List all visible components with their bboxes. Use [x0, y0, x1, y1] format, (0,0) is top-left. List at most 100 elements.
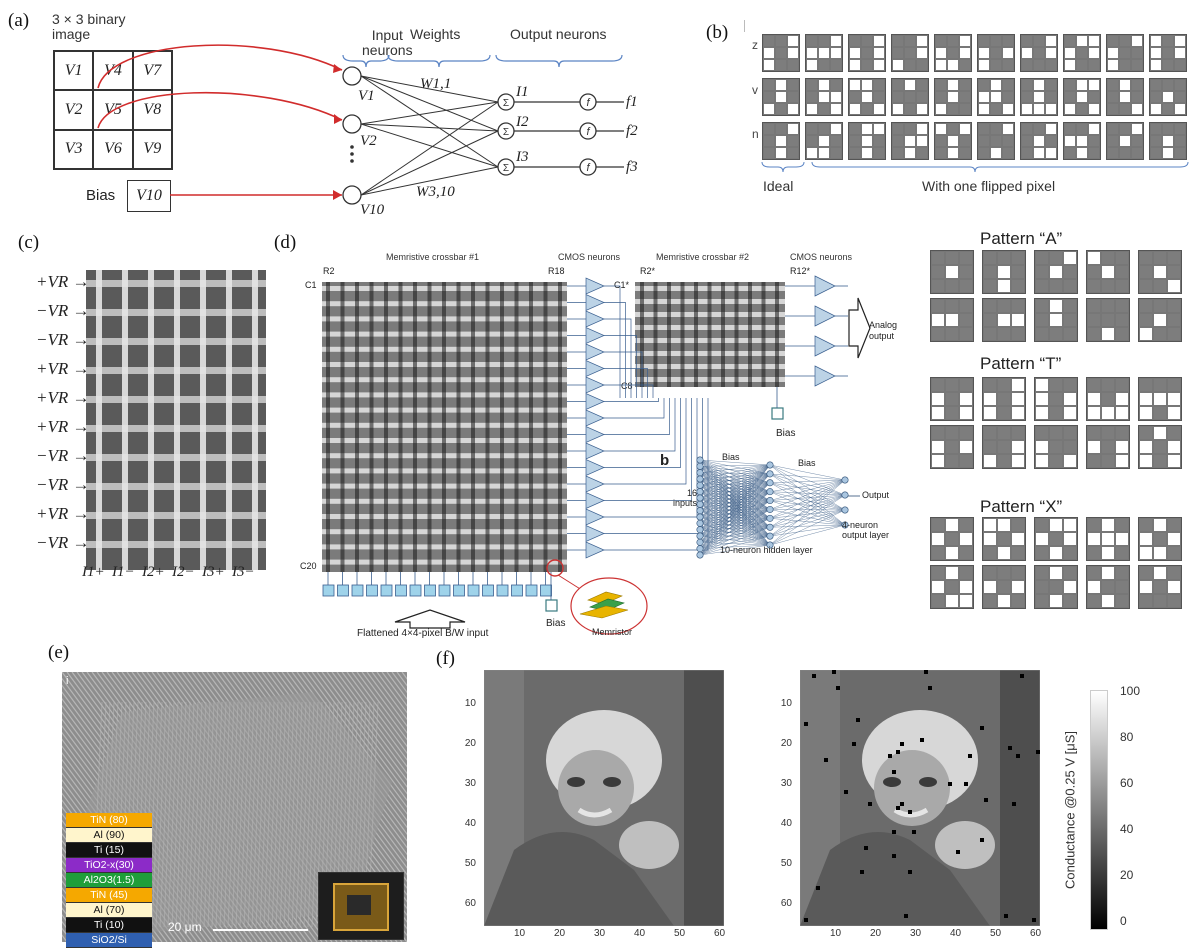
- memristor-label: Memristor: [592, 627, 632, 637]
- pattern-grid: [982, 377, 1026, 421]
- panel-e-marker: i: [66, 675, 68, 687]
- pattern-grid: [891, 122, 929, 160]
- panel-label-e: (e): [48, 642, 69, 664]
- pattern-grid: [1086, 517, 1130, 561]
- pattern-grid: [1034, 377, 1078, 421]
- input-v10: V10: [360, 202, 384, 219]
- chip-photo-inset: [318, 872, 404, 940]
- pattern-grid: [1138, 517, 1182, 561]
- x-tick: 60: [714, 928, 725, 939]
- current-i1: I1: [516, 84, 529, 101]
- row-voltage: −VR →: [36, 533, 90, 553]
- pattern-grid: [1063, 34, 1101, 72]
- y-tick: 60: [781, 898, 792, 909]
- y-tick: 10: [465, 698, 476, 709]
- y-tick: 20: [465, 738, 476, 749]
- pattern-grid: [1034, 250, 1078, 294]
- hidden-bias-label: Bias: [722, 452, 740, 462]
- crossbar-sem-image: [86, 270, 266, 570]
- pattern-grid: [930, 425, 974, 469]
- cmos1-title: CMOS neurons: [558, 252, 620, 262]
- row-voltage: −VR →: [36, 301, 90, 321]
- pattern-grid: [930, 250, 974, 294]
- pattern-grid: [805, 78, 843, 116]
- conductance-map-original: [484, 670, 724, 926]
- colorbar-tick: 100: [1120, 684, 1140, 698]
- pattern-grid: [982, 425, 1026, 469]
- y-tick: 30: [781, 778, 792, 789]
- pattern-grid: [1034, 565, 1078, 609]
- x-tick: 50: [674, 928, 685, 939]
- column-current: I2−: [172, 564, 195, 581]
- weights-label: Weights: [410, 26, 460, 42]
- y-tick: 50: [465, 858, 476, 869]
- pattern-grid: [1138, 425, 1182, 469]
- pattern-grid: [1034, 517, 1078, 561]
- layer-entry: TiN (45): [66, 888, 152, 903]
- row-voltage: +VR →: [36, 504, 90, 524]
- x-tick: 20: [554, 928, 565, 939]
- pattern-grid: [1020, 34, 1058, 72]
- colorbar-tick: 20: [1120, 868, 1133, 882]
- colorbar-tick: 40: [1120, 822, 1133, 836]
- pattern-grid: [1086, 565, 1130, 609]
- column-current: I1−: [112, 564, 135, 581]
- pattern-grid: [1086, 250, 1130, 294]
- conductance-map-with-defects: [800, 670, 1040, 926]
- x-tick: 40: [634, 928, 645, 939]
- y-tick: 50: [781, 858, 792, 869]
- pattern-grid: [934, 122, 972, 160]
- x-tick: 10: [830, 928, 841, 939]
- output-f3: f3: [626, 159, 638, 176]
- output-bias-label: Bias: [798, 458, 816, 468]
- pattern-grid: [1138, 377, 1182, 421]
- pattern-grid: [848, 34, 886, 72]
- pattern-grid: [1138, 250, 1182, 294]
- scale-bar-label: 20 μm: [168, 920, 202, 934]
- subpanel-b-label: b: [660, 452, 669, 469]
- layer-entry: Ti (15): [66, 843, 152, 858]
- bias-label-1: Bias: [546, 618, 565, 629]
- row-voltage: +VR →: [36, 417, 90, 437]
- pattern-grid: [848, 78, 886, 116]
- pattern-grid: [1086, 298, 1130, 342]
- crossbar2-title: Memristive crossbar #2: [656, 252, 749, 262]
- pattern-grid: [762, 122, 800, 160]
- y-tick: 30: [465, 778, 476, 789]
- x-tick: 50: [990, 928, 1001, 939]
- row-label-z: z: [752, 38, 758, 52]
- scale-bar: [213, 929, 308, 931]
- weight-w310: W3,10: [416, 184, 455, 201]
- panel-label-b: (b): [706, 22, 728, 44]
- pattern-grid: [982, 298, 1026, 342]
- pattern-grid: [982, 250, 1026, 294]
- output-label: Output: [862, 490, 889, 500]
- x-tick: 30: [594, 928, 605, 939]
- pattern-grid: [1086, 377, 1130, 421]
- row-voltage: −VR →: [36, 446, 90, 466]
- colorbar-tick: 60: [1120, 776, 1133, 790]
- colorbar-tick: 80: [1120, 730, 1133, 744]
- x-tick: 20: [870, 928, 881, 939]
- y-tick: 10: [781, 698, 792, 709]
- column-current-labels: I1+I1−I2+I2−I3+I3−: [78, 556, 278, 596]
- flattened-input-label: Flattened 4×4-pixel B/W input: [357, 628, 488, 639]
- crossbar1-title: Memristive crossbar #1: [386, 252, 479, 262]
- row-label-v: v: [752, 83, 758, 97]
- colorbar-label: Conductance @0.25 V [μS]: [1063, 731, 1078, 889]
- row-voltage: +VR →: [36, 359, 90, 379]
- y-tick: 40: [781, 818, 792, 829]
- x-tick: 30: [910, 928, 921, 939]
- pattern-grid: [1149, 34, 1187, 72]
- pattern-grid: [982, 565, 1026, 609]
- pattern-grid: [1063, 122, 1101, 160]
- layer-entry: Al (70): [66, 903, 152, 918]
- pattern-grid: [1020, 122, 1058, 160]
- pattern-grid: [1106, 122, 1144, 160]
- pattern-grid: [1034, 425, 1078, 469]
